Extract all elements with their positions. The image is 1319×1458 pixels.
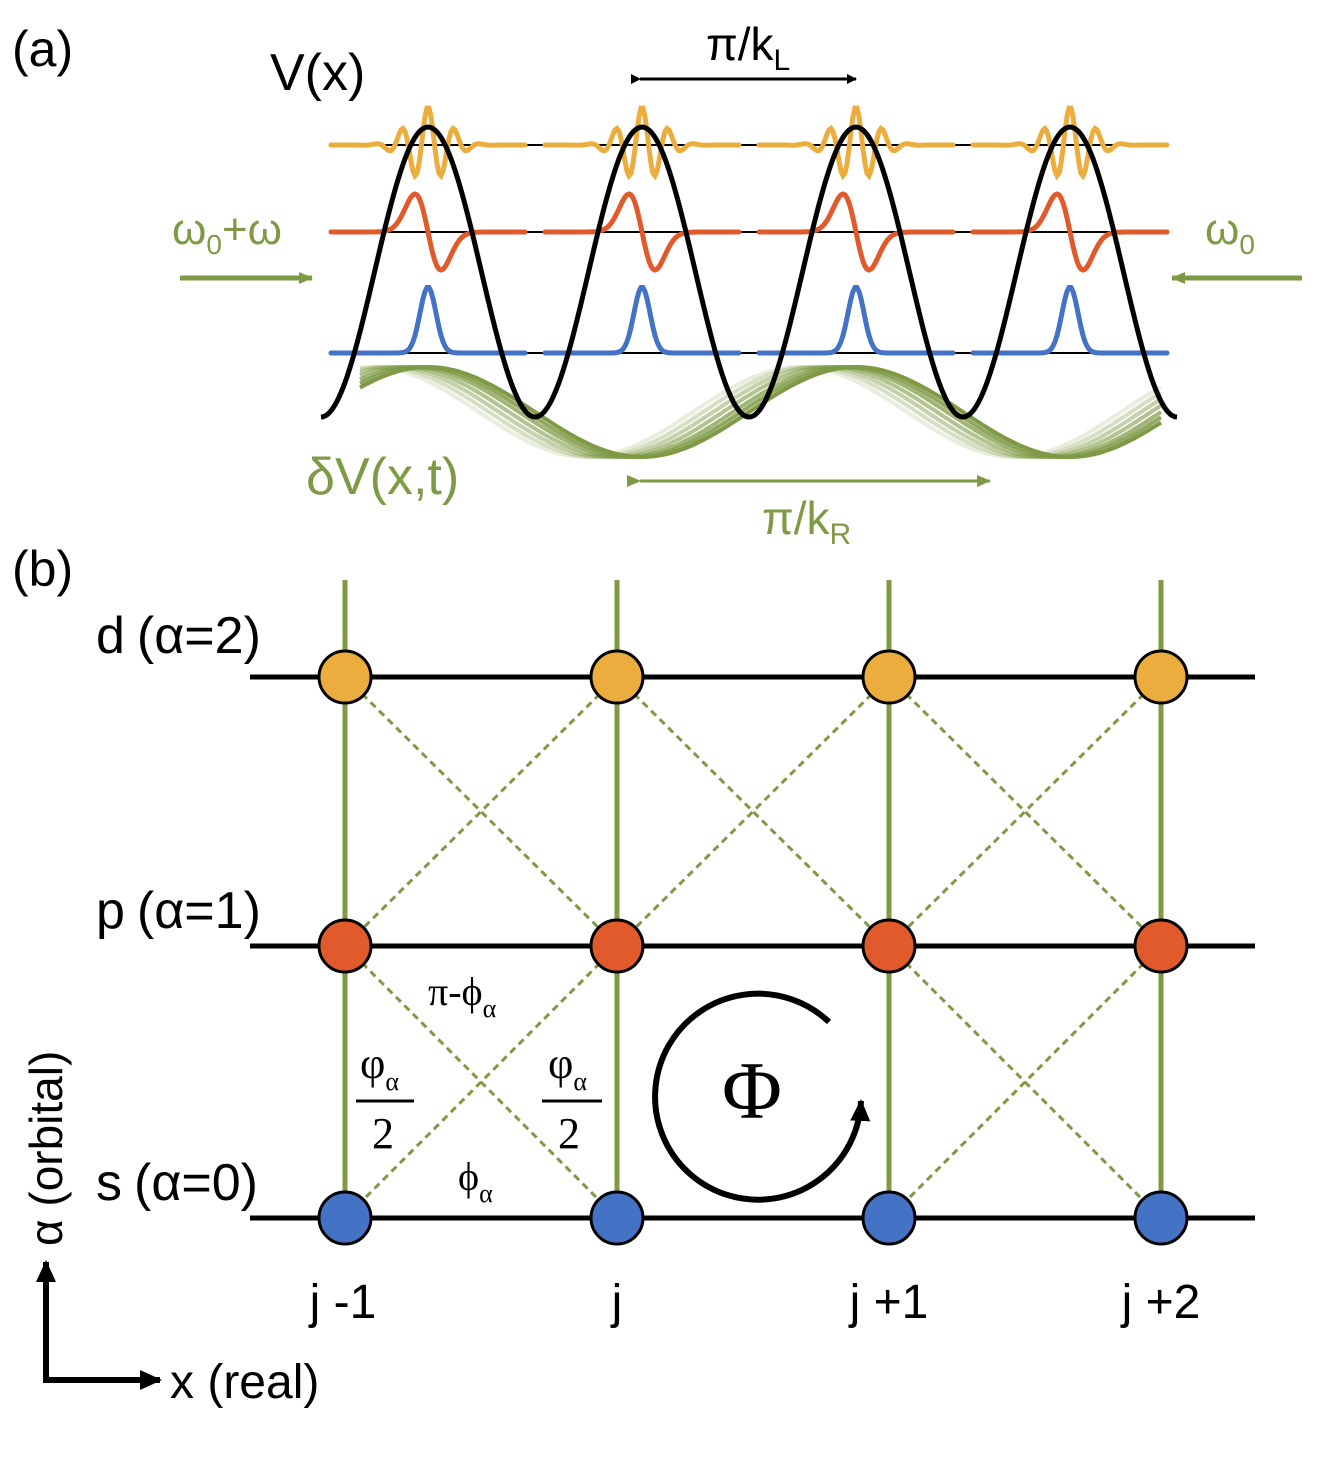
d-wavefunction: [328, 105, 528, 181]
diagonal-link: [615, 675, 891, 948]
p-wavefunctions: [328, 191, 1170, 273]
d-wavefunction: [756, 105, 956, 181]
phase-label-top: π-ϕα: [428, 969, 497, 1023]
site-d: [317, 649, 373, 705]
site-s: [589, 1190, 645, 1246]
s-wavefunction: [970, 285, 1170, 356]
orbital-label-s: s(α=0): [96, 1154, 258, 1212]
p-wavefunction: [542, 191, 742, 273]
site-d: [1133, 649, 1189, 705]
real-space-lines: [250, 674, 1255, 1221]
modulation-potential-curves: [359, 365, 1163, 459]
modulation-curve: [359, 365, 1163, 459]
site-d: [589, 649, 645, 705]
p-wavefunction: [328, 191, 528, 273]
panel-a-label: (a): [12, 21, 73, 77]
potential-label: V(x): [270, 44, 365, 102]
lattice-sites: [317, 649, 1189, 1246]
panel-b-label: (b): [12, 541, 73, 597]
site-label: j: [610, 1276, 623, 1329]
site-label: j +1: [848, 1276, 929, 1329]
d-wavefunctions: [328, 105, 1170, 181]
diagonal-link: [343, 675, 619, 948]
panel-a: (a) V(x) π/kL ω0+ω ω0 δV(x,t) π/kR: [12, 18, 1302, 551]
site-label: j +2: [1120, 1276, 1201, 1329]
s-wavefunction: [756, 285, 956, 356]
orbital-label-p: p(α=1): [96, 882, 261, 940]
diagonal-link: [887, 944, 1163, 1220]
diagonal-link: [887, 675, 1163, 948]
left-beam-label: ω0+ω: [172, 205, 282, 260]
orbital-label-d: d(α=2): [96, 607, 261, 665]
diagonal-link: [343, 675, 619, 948]
lattice-potential-curve: [320, 124, 1178, 420]
orbital-axis-label: α (orbital): [20, 1051, 72, 1246]
p-wavefunction: [970, 191, 1170, 273]
d-wavefunction: [542, 105, 742, 181]
right-beam-label: ω0: [1205, 205, 1255, 260]
site-s: [1133, 1190, 1189, 1246]
modulation-period-label: π/kR: [762, 492, 851, 551]
p-wavefunction: [756, 191, 956, 273]
s-wavefunctions: [328, 285, 1170, 356]
fraction-denominator: 2: [558, 1109, 580, 1158]
diagonal-link: [887, 675, 1163, 948]
site-p: [317, 918, 373, 974]
fraction-denominator: 2: [372, 1109, 394, 1158]
flux-symbol: Φ: [722, 1045, 782, 1136]
modulation-label: δV(x,t): [306, 448, 459, 506]
phase-label-bottom: ϕα: [458, 1154, 493, 1208]
modulation-curve: [359, 365, 1163, 459]
s-wavefunction: [328, 285, 528, 356]
flux-circulation-arrow: [652, 990, 871, 1203]
half-phase-fraction-left: φα 2: [356, 1039, 414, 1158]
half-phase-fraction-right: φα 2: [542, 1039, 602, 1158]
site-p: [861, 918, 917, 974]
panel-b: (b): [12, 541, 1255, 1409]
s-wavefunction: [542, 285, 742, 356]
site-s: [317, 1190, 373, 1246]
diagonal-link: [615, 675, 891, 948]
site-d: [861, 649, 917, 705]
fraction-numerator: φα: [548, 1039, 587, 1096]
site-s: [861, 1190, 917, 1246]
diagonal-link: [343, 944, 619, 1220]
d-wavefunction: [970, 105, 1170, 181]
fraction-numerator: φα: [360, 1039, 399, 1096]
real-axis-label: x (real): [170, 1356, 319, 1409]
diagonal-links: [343, 675, 1163, 1220]
site-p: [1133, 918, 1189, 974]
site-p: [589, 918, 645, 974]
site-label: j -1: [308, 1276, 377, 1329]
lattice-spacing-label: π/kL: [706, 18, 790, 77]
